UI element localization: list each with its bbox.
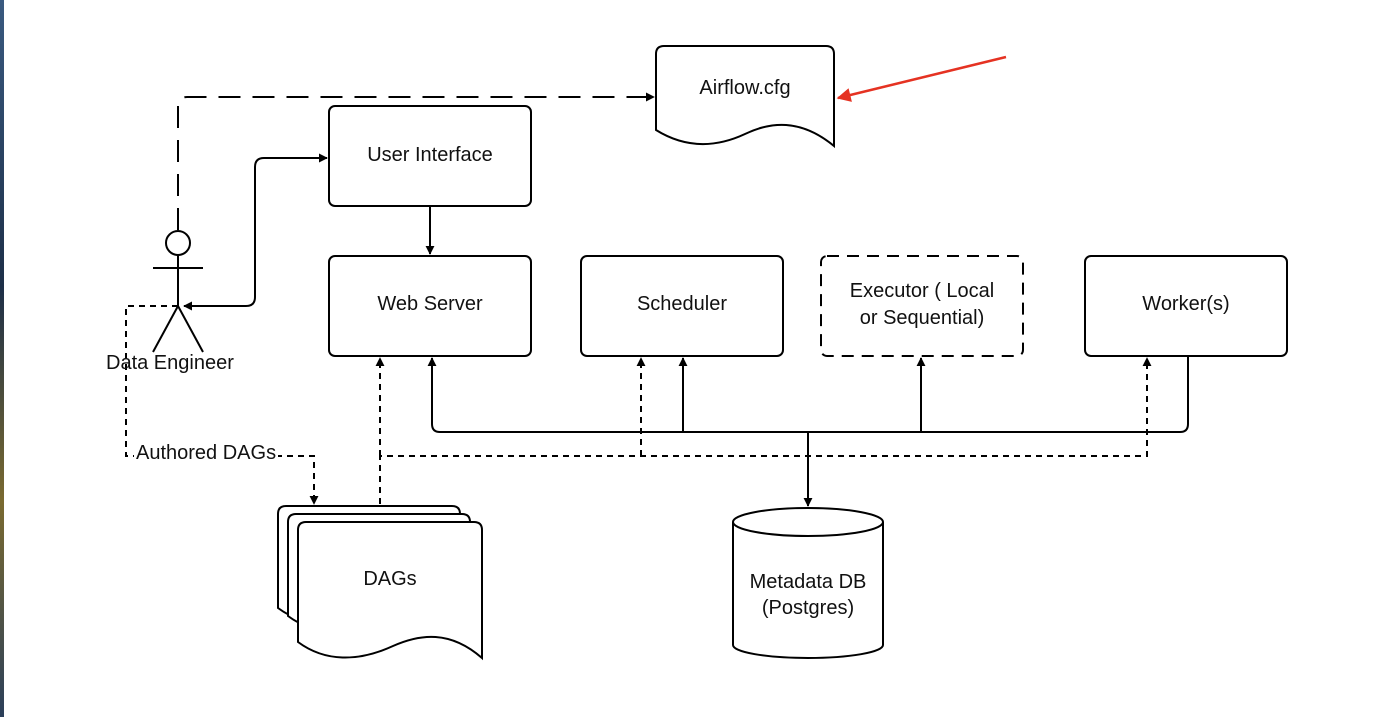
executor-label-line2: or Sequential) [859, 307, 985, 329]
data-engineer-actor[interactable] [152, 230, 204, 353]
web-server-node[interactable] [328, 255, 532, 357]
workers-node[interactable] [1084, 255, 1288, 357]
ui-engineer-edge [183, 153, 328, 311]
dags-node[interactable] [277, 505, 483, 661]
data-engineer-label: Data Engineer [106, 352, 234, 374]
metadata-bus-edges [427, 356, 1189, 507]
executor-node[interactable] [820, 255, 1024, 357]
user-interface-label: User Interface [367, 144, 493, 166]
metadata-db-label-line2: (Postgres) [761, 597, 855, 619]
scheduler-node[interactable] [580, 255, 784, 357]
authored-dags-label: Authored DAGs [134, 442, 279, 464]
executor-label-line1: Executor ( Local [849, 280, 995, 302]
web-server-label: Web Server [377, 293, 483, 315]
scheduler-label: Scheduler [636, 293, 728, 315]
dags-label: DAGs [363, 568, 417, 590]
engineer-to-config-edge [177, 92, 655, 230]
window-edge [0, 0, 4, 717]
metadata-db-node[interactable] [732, 507, 884, 659]
metadata-db-label-line1: Metadata DB [749, 571, 867, 593]
dags-distribution-edges [125, 305, 1152, 505]
airflow-cfg-node[interactable] [655, 45, 835, 149]
workers-label: Worker(s) [1142, 293, 1230, 315]
highlight-arrow [836, 55, 1007, 102]
airflow-cfg-label: Airflow.cfg [699, 77, 791, 99]
